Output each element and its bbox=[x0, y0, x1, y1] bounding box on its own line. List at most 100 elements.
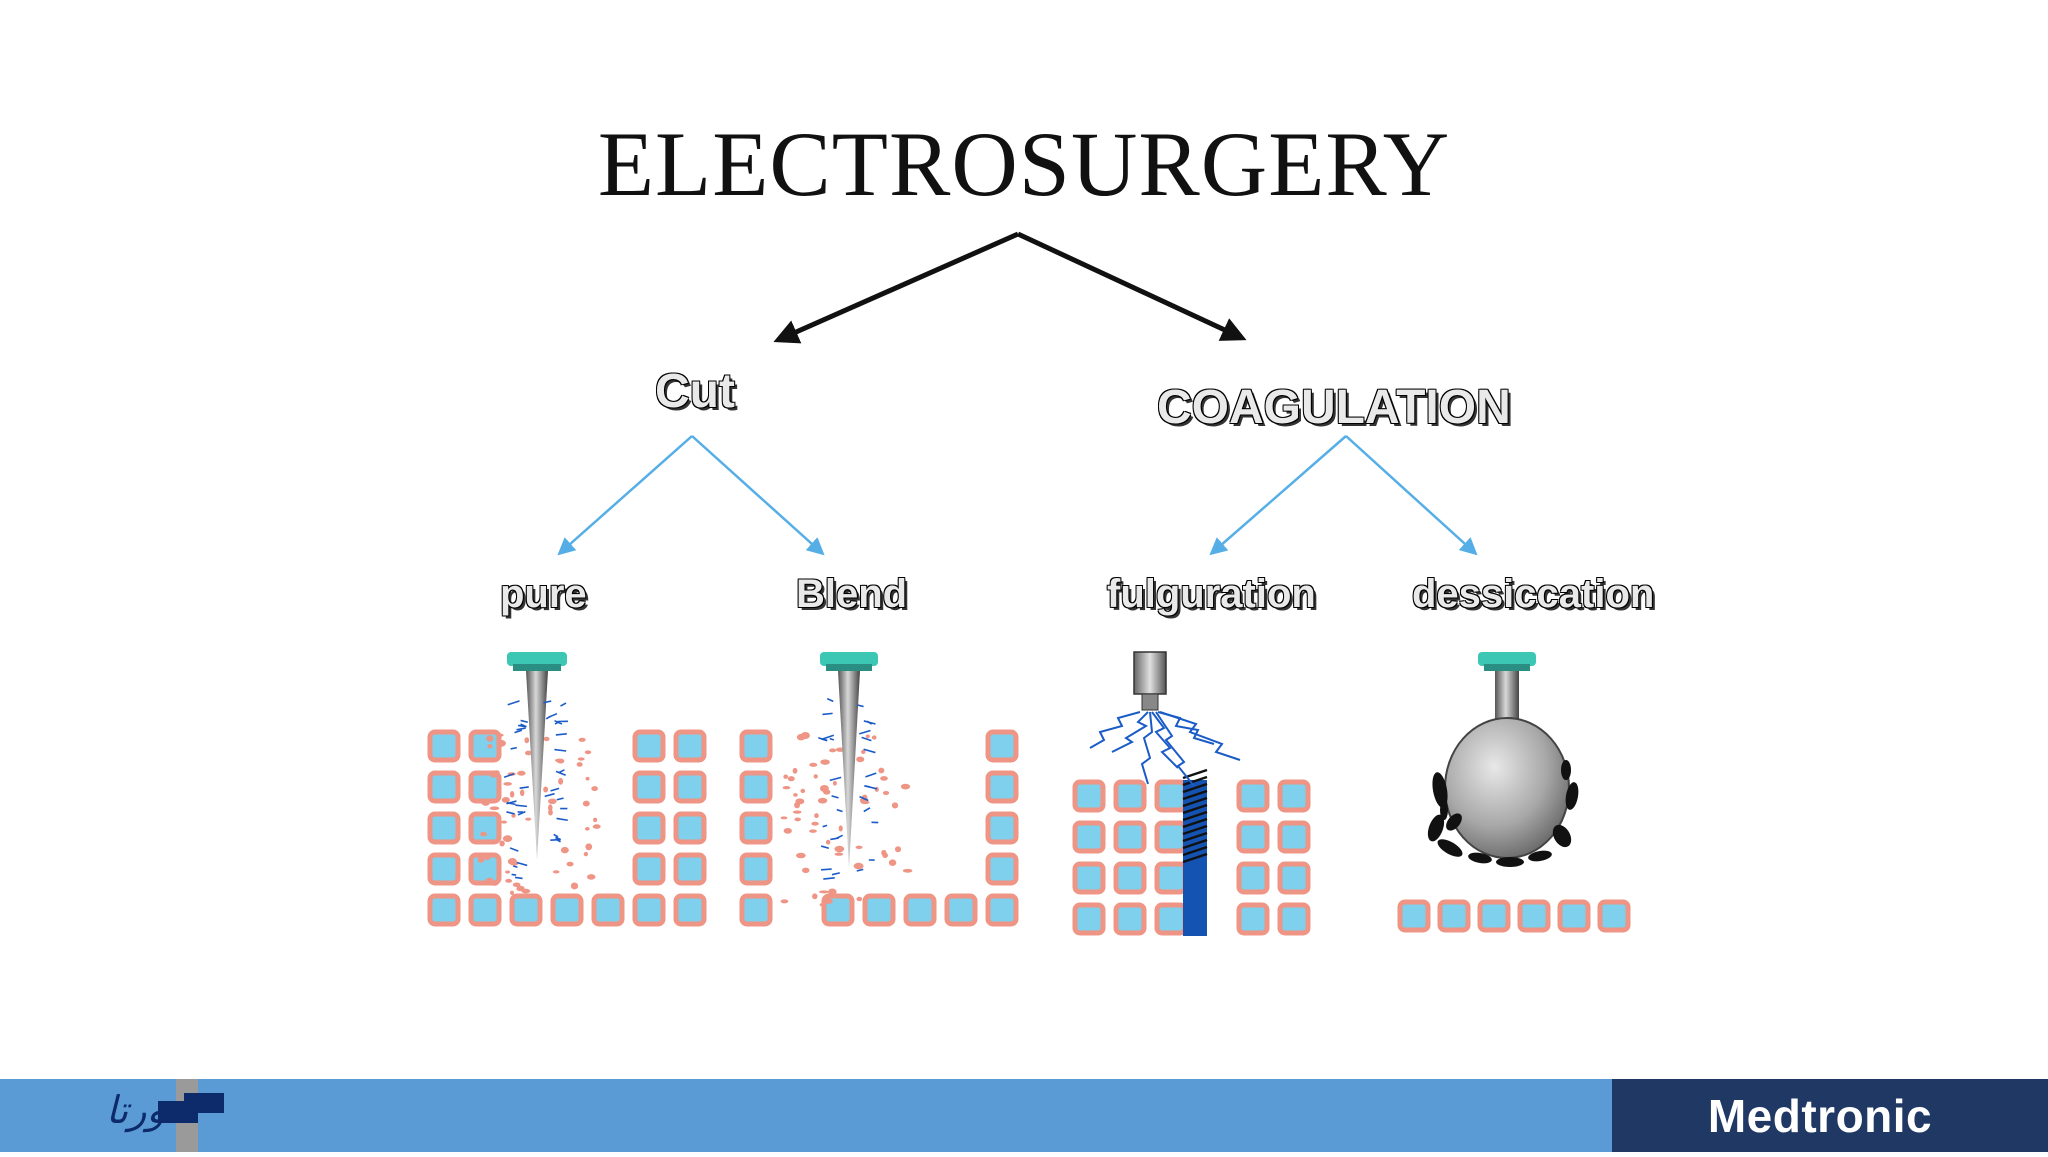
spark-mark bbox=[557, 798, 564, 800]
tissue-cell bbox=[676, 855, 704, 883]
tissue-cell bbox=[430, 814, 458, 842]
tissue-debris bbox=[503, 782, 512, 786]
tissue-cell bbox=[635, 896, 663, 924]
spark-mark bbox=[830, 739, 834, 740]
tissue-debris bbox=[783, 786, 791, 789]
spark-mark bbox=[822, 713, 832, 714]
tissue-cell bbox=[1440, 902, 1468, 930]
tissue-debris bbox=[496, 733, 504, 736]
coagulation-label: COAGULATION bbox=[1157, 384, 1511, 432]
spark-mark bbox=[837, 835, 843, 838]
desiccated-tissue bbox=[1440, 800, 1448, 820]
tissue-cell bbox=[430, 773, 458, 801]
tissue-debris bbox=[820, 785, 829, 792]
spark-mark bbox=[823, 735, 834, 739]
tissue-debris bbox=[809, 829, 817, 832]
tissue-debris bbox=[503, 835, 512, 842]
tissue-debris bbox=[854, 863, 864, 870]
tissue-cell bbox=[676, 773, 704, 801]
tissue-debris bbox=[553, 870, 560, 873]
spark-mark bbox=[821, 869, 832, 870]
electrode-tip-icon bbox=[820, 652, 878, 666]
fulguration-label: fulguration bbox=[1107, 574, 1316, 614]
spark-mark bbox=[521, 720, 528, 722]
tissue-cell bbox=[1116, 905, 1144, 933]
tissue-debris bbox=[578, 757, 585, 760]
spark-mark bbox=[556, 734, 567, 735]
spray-nozzle-icon bbox=[1134, 652, 1166, 694]
tissue-debris bbox=[800, 789, 805, 793]
tissue-debris bbox=[490, 881, 498, 886]
tissue-debris bbox=[543, 786, 548, 792]
spark-mark bbox=[864, 808, 870, 812]
desiccated-tissue bbox=[1561, 760, 1571, 780]
tissue-debris bbox=[793, 768, 798, 774]
tissue-debris bbox=[480, 832, 487, 837]
tissue-cell bbox=[988, 896, 1016, 924]
footer: ورتا Medtronic bbox=[0, 1079, 2048, 1152]
tissue-debris bbox=[824, 898, 833, 903]
tissue-debris bbox=[508, 858, 517, 865]
tissue-debris bbox=[591, 786, 598, 791]
tissue-debris bbox=[525, 818, 531, 821]
spark-mark bbox=[865, 786, 876, 789]
tissue-debris bbox=[501, 821, 507, 824]
spark-mark bbox=[511, 748, 517, 749]
tissue-cell bbox=[988, 773, 1016, 801]
tissue-debris bbox=[856, 756, 864, 762]
spark-mark bbox=[512, 874, 517, 875]
tissue-cell bbox=[1239, 823, 1267, 851]
tissue-debris bbox=[513, 882, 521, 887]
tissue-debris bbox=[587, 874, 595, 880]
tissue-cell bbox=[1239, 905, 1267, 933]
tissue-cell bbox=[594, 896, 622, 924]
tissue-debris bbox=[861, 801, 870, 804]
tissue-cell bbox=[430, 896, 458, 924]
tissue-debris bbox=[490, 806, 500, 810]
logo-text: ورتا bbox=[106, 1091, 165, 1129]
tissue-debris bbox=[561, 847, 569, 853]
blend-cut-illustration bbox=[742, 652, 1016, 924]
tissue-debris bbox=[496, 740, 506, 747]
tissue-debris bbox=[585, 750, 591, 754]
dessiccation-label: dessiccation bbox=[1412, 574, 1654, 614]
desiccated-tissue bbox=[1496, 857, 1524, 867]
tissue-debris bbox=[826, 840, 831, 845]
spark-mark bbox=[551, 788, 560, 791]
tissue-cell bbox=[1157, 823, 1185, 851]
spark-mark bbox=[515, 877, 523, 878]
tissue-cell bbox=[1157, 782, 1185, 810]
electrode-tip-icon bbox=[1478, 652, 1536, 666]
spark-mark bbox=[550, 840, 561, 841]
tissue-debris bbox=[579, 738, 586, 742]
tissue-debris bbox=[520, 789, 524, 796]
tissue-cell bbox=[1280, 823, 1308, 851]
tissue-debris bbox=[478, 857, 485, 863]
tissue-debris bbox=[856, 897, 862, 901]
spark-mark bbox=[857, 869, 864, 871]
spark-mark bbox=[554, 834, 558, 836]
needle-electrode-icon bbox=[838, 671, 860, 868]
tissue-cell bbox=[1157, 905, 1185, 933]
fulguration-illustration bbox=[1075, 652, 1308, 936]
tissue-debris bbox=[814, 774, 818, 778]
tissue-debris bbox=[820, 903, 824, 906]
tissue-debris bbox=[818, 798, 827, 804]
tissue-cell bbox=[1075, 905, 1103, 933]
tissue-cell bbox=[676, 896, 704, 924]
tissue-cell bbox=[635, 732, 663, 760]
tissue-debris bbox=[585, 777, 589, 781]
tissue-debris bbox=[856, 846, 863, 849]
tissue-debris bbox=[487, 744, 492, 748]
spark-mark bbox=[513, 866, 517, 867]
page-title: ELECTROSURGERY bbox=[0, 118, 2048, 210]
tissue-cell bbox=[1075, 782, 1103, 810]
tissue-cell bbox=[635, 773, 663, 801]
spark-mark bbox=[821, 846, 829, 848]
electrode-tip-icon bbox=[507, 652, 567, 666]
blend-label: Blend bbox=[796, 574, 907, 614]
tissue-debris bbox=[571, 882, 578, 889]
tissue-cell bbox=[1116, 864, 1144, 892]
tissue-cell bbox=[1116, 823, 1144, 851]
tissue-debris bbox=[499, 841, 504, 847]
